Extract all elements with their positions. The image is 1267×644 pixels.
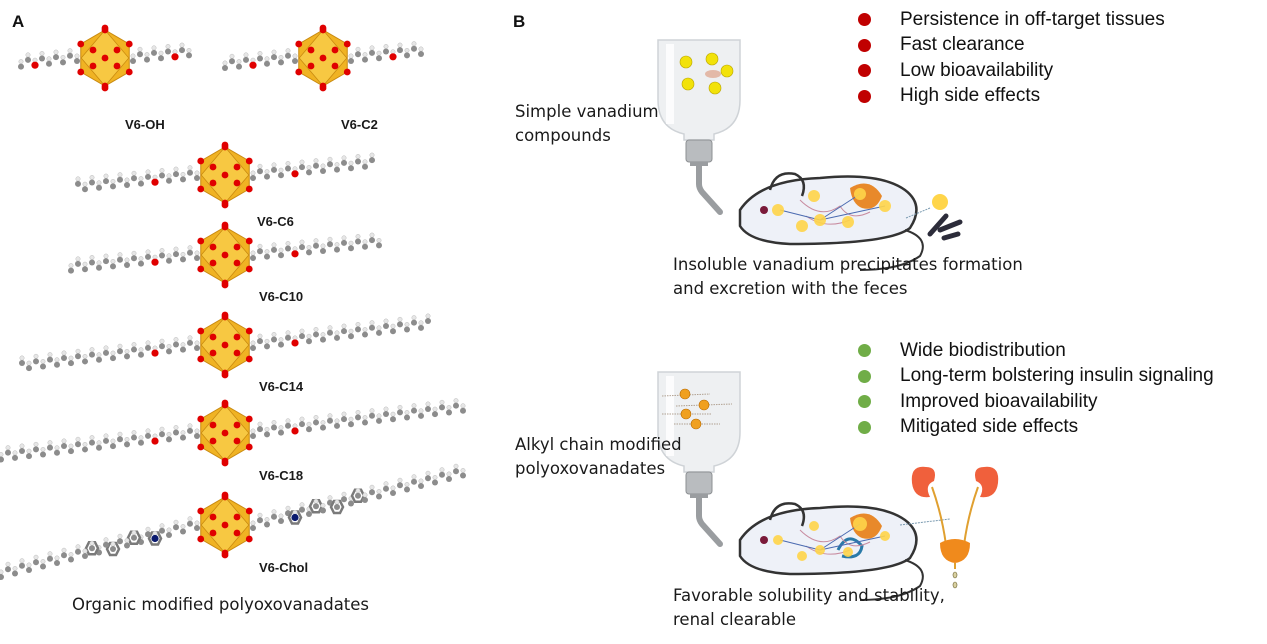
molecule-v6-c2 <box>222 24 424 92</box>
panel-b-label: B <box>513 12 526 31</box>
red-bullet-icon <box>858 13 871 27</box>
water-bottle-simple-icon <box>657 39 741 215</box>
top-bullet-item: Persistence in off-target tissues <box>858 7 1165 33</box>
kidney-urinary-icon <box>899 466 999 589</box>
molecule-label-v6-c14: V6-C14 <box>259 379 304 394</box>
top-bullet-list: Persistence in off-target tissues Fast c… <box>858 7 1165 109</box>
red-bullet-icon <box>858 38 871 52</box>
molecule-v6-c18 <box>0 398 466 467</box>
molecule-v6-chol <box>0 463 466 580</box>
molecule-label-v6-oh: V6-OH <box>125 117 165 132</box>
feces-icon <box>905 194 963 241</box>
molecule-label-v6-c6: V6-C6 <box>257 214 294 229</box>
molecule-v6-c14 <box>19 311 431 379</box>
bottom-bottle-label: Alkyl chain modified polyoxovanadates <box>515 435 682 478</box>
green-bullet-icon <box>858 395 871 409</box>
molecule-structures <box>0 24 466 580</box>
green-bullet-icon <box>858 420 871 434</box>
panel-a-label: A <box>12 12 25 31</box>
mouse-bottom-icon <box>738 502 924 601</box>
mouse-top-icon <box>738 172 924 271</box>
top-bottle-label: Simple vanadium compounds <box>515 102 659 145</box>
water-bottle-modified-icon <box>657 371 741 547</box>
bottom-bullet-list: Wide biodistribution Long-term bolsterin… <box>858 338 1214 440</box>
bottom-outcome-text: Favorable solubility and stability, rena… <box>673 586 945 629</box>
green-bullet-icon <box>858 369 871 383</box>
molecule-v6-c6 <box>75 141 375 209</box>
bottom-bullet-item: Wide biodistribution <box>858 338 1214 364</box>
top-bullet-item: Fast clearance <box>858 33 1165 59</box>
top-outcome-text: Insoluble vanadium precipitates formatio… <box>673 255 1023 298</box>
molecule-label-v6-c10: V6-C10 <box>259 289 304 304</box>
molecule-label-v6-c2: V6-C2 <box>341 117 378 132</box>
green-bullet-icon <box>858 344 871 358</box>
panel-a-caption: Organic modified polyoxovanadates <box>72 595 370 614</box>
molecule-v6-oh <box>18 24 192 92</box>
molecule-label-v6-c18: V6-C18 <box>259 468 304 483</box>
red-bullet-icon <box>858 64 871 78</box>
molecule-v6-c10 <box>68 221 382 289</box>
molecule-label-v6-chol: V6-Chol <box>259 560 309 575</box>
bottom-bullet-item: Improved bioavailability <box>858 389 1214 415</box>
bottom-bullet-item: Mitigated side effects <box>858 415 1214 441</box>
red-bullet-icon <box>858 89 871 103</box>
top-bullet-item: Low bioavailability <box>858 58 1165 84</box>
bottom-bullet-item: Long-term bolstering insulin signaling <box>858 364 1214 390</box>
top-bullet-item: High side effects <box>858 84 1165 110</box>
